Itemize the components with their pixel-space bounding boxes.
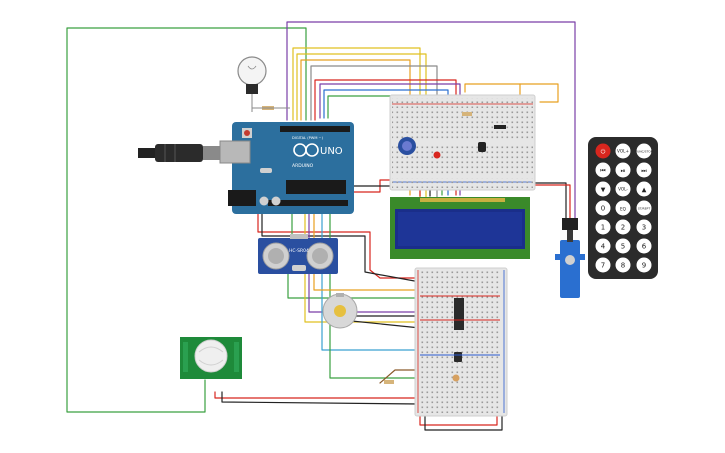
servo-motor (555, 218, 585, 298)
play-pause-icon: ⏯ (621, 168, 626, 175)
remote-button-vol-plus[interactable] (615, 143, 631, 159)
remote-button-eight[interactable] (615, 257, 631, 273)
photoresistor (452, 374, 460, 382)
remote-button-up[interactable] (636, 181, 652, 197)
remote-button-five[interactable] (615, 238, 631, 254)
light-bulb (237, 56, 290, 112)
remote-button-eq[interactable] (615, 200, 631, 216)
remote-button-label: 1 (601, 224, 605, 232)
remote-button-label: 9 (642, 262, 646, 270)
remote-button-label: 5 (621, 243, 625, 251)
remote-button-down[interactable] (595, 181, 611, 197)
remote-button-func-stop[interactable] (636, 143, 652, 159)
led-red (433, 151, 441, 159)
ultrasonic-sensor: HC-SR04 (258, 234, 338, 274)
remote-button-label: 4 (601, 243, 606, 251)
resistor-top (462, 112, 472, 116)
arduino-brand-text: ARDUINO (292, 163, 314, 169)
temp-sensor (478, 142, 486, 152)
remote-button-power[interactable] (595, 143, 611, 159)
breadboard-bottom (384, 267, 508, 417)
remote-button-label: 0 (601, 205, 605, 213)
remote-button-label: VOL- (618, 187, 628, 192)
remote-button-label: FUNC/STOP (635, 150, 652, 154)
down-icon: ▼ (601, 187, 606, 194)
arduino-uno[interactable]: UNO ARDUINO DIGITAL (PWM ~) (219, 122, 354, 214)
transistor (454, 352, 462, 362)
pir-sensor (180, 337, 242, 379)
motor-driver-chip (454, 298, 464, 330)
ir-remote[interactable]: ⏻ VOL+ FUNC/STOP ⏮ ⏯ ⏭ ▼ VOL- ▲ 0 EQ ST/REPT 1 2 3 4 5 6 7… (588, 137, 658, 279)
remote-button-three[interactable] (636, 219, 652, 235)
remote-button-label: 3 (642, 224, 646, 232)
ultrasonic-label: HC-SR04 (289, 248, 309, 254)
remote-button-one[interactable] (595, 219, 611, 235)
wires (66, 21, 576, 431)
atmega-chip (286, 180, 346, 194)
dc-motor (322, 293, 358, 329)
next-icon: ⏭ (641, 168, 647, 175)
remote-button-st-rept[interactable] (636, 200, 652, 216)
remote-button-nine[interactable] (636, 257, 652, 273)
arduino-digital-header: DIGITAL (PWM ~) (292, 136, 324, 140)
remote-button-label: 6 (642, 243, 647, 251)
remote-button-two[interactable] (615, 219, 631, 235)
wire-purple-top (286, 21, 576, 226)
remote-button-prev[interactable] (595, 162, 611, 178)
remote-button-label: 7 (601, 262, 605, 270)
usb-cable (138, 144, 221, 162)
remote-button-play-pause[interactable] (615, 162, 631, 178)
remote-button-next[interactable] (636, 162, 652, 178)
power-icon: ⏻ (601, 149, 606, 156)
remote-button-label: EQ (620, 207, 627, 212)
up-icon: ▲ (642, 187, 647, 194)
remote-button-zero[interactable] (595, 200, 611, 216)
diode (494, 125, 506, 129)
arduino-logo-text: UNO (320, 146, 343, 157)
remote-button-label: ST/REPT (638, 207, 651, 211)
remote-button-six[interactable] (636, 238, 652, 254)
wire-green-long (66, 27, 307, 413)
lcd-display (390, 197, 530, 259)
resistor-bottom (384, 380, 394, 384)
reset-button[interactable] (244, 130, 250, 136)
remote-button-label: 2 (621, 224, 625, 232)
remote-button-seven[interactable] (595, 257, 611, 273)
remote-button-four[interactable] (595, 238, 611, 254)
prev-icon: ⏮ (600, 168, 606, 175)
remote-button-label: 8 (621, 262, 625, 270)
remote-button-label: VOL+ (617, 149, 629, 154)
breadboard-top (389, 94, 536, 191)
remote-button-vol-minus[interactable] (615, 181, 631, 197)
